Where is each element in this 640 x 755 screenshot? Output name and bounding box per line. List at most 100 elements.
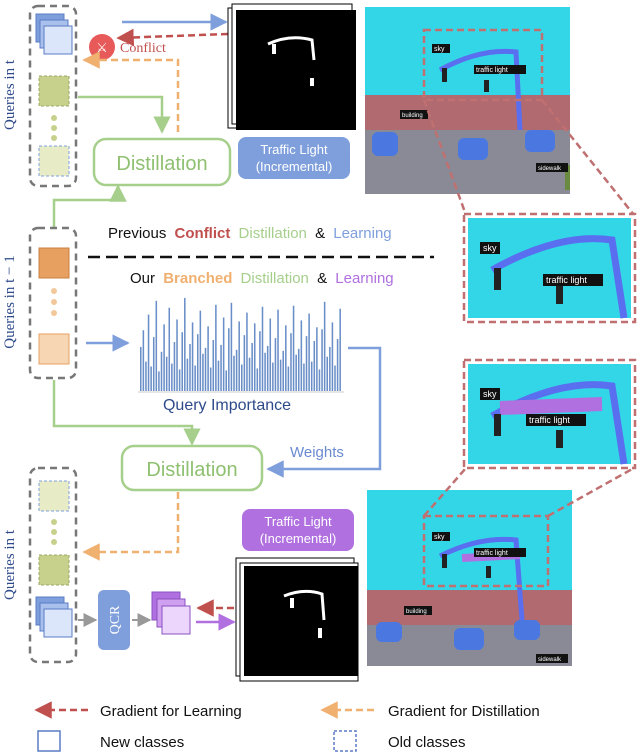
zoom-view-bottom: sky traffic light (462, 358, 637, 470)
importance-bar (212, 340, 215, 391)
importance-bar (318, 369, 321, 391)
importance-bar (300, 320, 303, 391)
importance-bar (230, 302, 233, 391)
legend: Gradient for Learning Gradient for Disti… (34, 701, 540, 752)
importance-bar (264, 352, 266, 391)
importance-bar (173, 342, 176, 391)
importance-bar (220, 344, 222, 391)
weights-arrow (266, 346, 382, 478)
importance-bar (142, 330, 145, 391)
mask-stack-bottom (235, 557, 359, 682)
zoom-line-top-1 (422, 99, 468, 216)
queries-t-minus-1-label: Queries in t − 1 (2, 255, 18, 348)
zoom-bottom-label-traffic-light: traffic light (529, 415, 570, 425)
queries-t-bottom-label: Queries in t (2, 529, 18, 600)
importance-bar (145, 361, 147, 391)
zoom-box-top (422, 28, 544, 102)
importance-bar (215, 304, 217, 391)
importance-bar (308, 313, 310, 391)
query-importance-label: Query Importance (163, 397, 291, 414)
distillation-box-top (92, 137, 232, 187)
importance-bar (290, 333, 292, 391)
importance-bar (199, 310, 202, 391)
legend-new-classes-label: New classes (100, 734, 184, 751)
importance-bar (186, 358, 189, 391)
prev-query-to-distill-top-arrow (52, 184, 127, 228)
importance-bar (334, 365, 336, 391)
importance-bar (285, 325, 287, 391)
importance-bar (168, 307, 171, 391)
scene-top-label-sky: sky (434, 46, 445, 53)
ellipsis-dots-top (51, 115, 57, 141)
gradient-distillation-arrow-bottom (82, 492, 180, 561)
old-class-query-2 (38, 145, 70, 177)
importance-bar (181, 332, 183, 391)
importance-bar (297, 348, 300, 391)
prev-query-2 (38, 333, 70, 365)
weights-label: Weights (290, 444, 344, 461)
qcr-label: QCR (108, 605, 123, 634)
mask-stack-top (227, 3, 356, 130)
importance-bar (323, 301, 326, 391)
scene-bottom-label-sidewalk: sidewalk (538, 657, 562, 663)
query-importance-chart (140, 297, 341, 391)
importance-bar (189, 343, 191, 391)
importance-bar (259, 331, 261, 391)
scene-top-label-traffic-light: traffic light (476, 67, 508, 74)
zoom-top-label-traffic-light: traffic light (546, 275, 587, 285)
legend-distillation-label: Gradient for Distillation (388, 703, 540, 720)
previous-caption: Previous Conflict Distillation & Learnin… (108, 225, 392, 242)
zoom-bottom-label-sky: sky (483, 389, 497, 399)
importance-bar (253, 323, 256, 391)
scene-bottom-label-traffic-light: traffic light (476, 550, 508, 557)
importance-bar (152, 337, 155, 391)
importance-bar (246, 312, 248, 391)
importance-bar (165, 356, 168, 391)
importance-bar (329, 346, 331, 391)
importance-bar (184, 297, 186, 391)
importance-bar (163, 324, 165, 391)
scene-bottom-label-sky: sky (434, 534, 445, 541)
distillation-box-bottom (120, 444, 264, 492)
importance-bar (287, 366, 290, 391)
traffic-light-badge-top-line2: (Incremental) (256, 159, 333, 174)
importance-bar (305, 336, 308, 391)
old-class-query-4 (38, 554, 70, 586)
importance-bar (321, 329, 323, 391)
importance-bar (310, 361, 313, 391)
new-class-query-stack-bottom (35, 596, 73, 638)
legend-new-classes-swatch (37, 730, 61, 752)
importance-bar (241, 364, 243, 391)
queries-t-top-label: Queries in t (2, 59, 18, 130)
importance-bar (248, 357, 251, 391)
importance-bar (339, 308, 341, 391)
importance-bar (313, 341, 316, 391)
importance-bar (194, 365, 196, 391)
importance-bar (331, 322, 334, 391)
swords-icon: ⚔ (96, 40, 108, 55)
scene-top-label-building: building (402, 113, 423, 119)
importance-bar (292, 305, 295, 391)
legend-old-classes-label: Old classes (388, 734, 466, 751)
qcr-box (98, 590, 130, 650)
importance-bar (277, 309, 279, 391)
old-class-query-1 (38, 75, 70, 107)
new-class-query-stack-top (35, 13, 73, 55)
importance-bar (279, 359, 282, 391)
old-class-query-3 (38, 480, 70, 512)
importance-bar (303, 363, 305, 391)
importance-bar (266, 345, 269, 391)
importance-bar (238, 321, 240, 391)
importance-bar (217, 360, 220, 391)
importance-bar (228, 328, 230, 391)
segmentation-scene-top: sky traffic light building sidewalk (365, 7, 570, 194)
scene-bottom-label-building: building (406, 609, 427, 615)
importance-bar (282, 350, 284, 391)
queries-t-bottom-group (28, 466, 78, 664)
importance-bar (196, 334, 199, 391)
importance-bar (150, 366, 152, 391)
queries-t-minus-1-group (28, 226, 78, 380)
importance-bar (222, 317, 225, 391)
zoom-box-bottom (422, 514, 550, 588)
